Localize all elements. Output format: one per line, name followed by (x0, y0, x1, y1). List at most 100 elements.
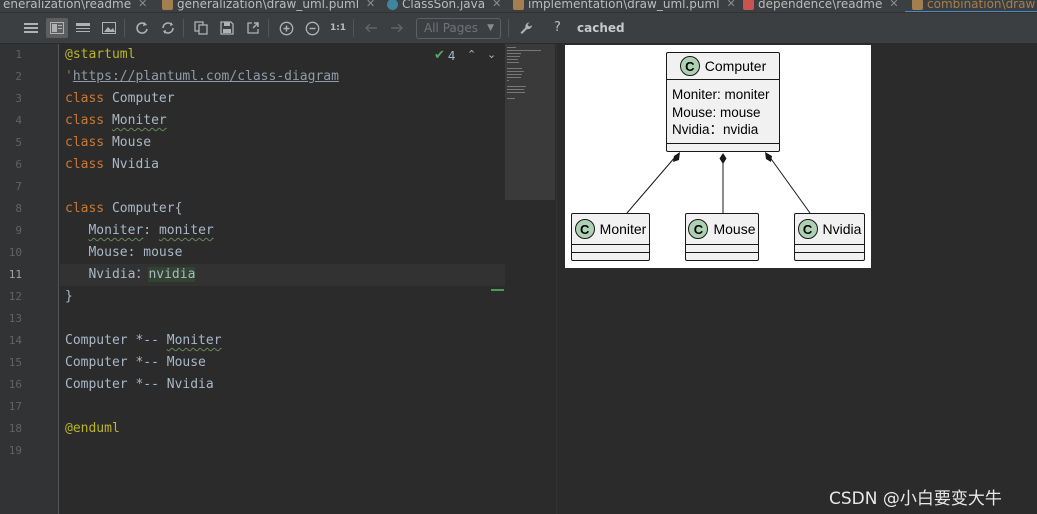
tab-classson-java[interactable]: ClassSon.java ✕ (387, 0, 502, 12)
code-line[interactable]: class Computer (65, 88, 175, 110)
pages-dropdown[interactable]: All Pages ▼ (416, 18, 501, 39)
puml-file-icon (162, 0, 173, 10)
class-name: Mouse (713, 221, 756, 237)
code-token: ' (65, 69, 73, 84)
line-number: 6 (15, 158, 22, 171)
tab-generalization-readme[interactable]: eneralization\readme ✕ (3, 0, 148, 12)
close-icon[interactable]: ✕ (726, 0, 736, 10)
line-number: 16 (8, 378, 22, 391)
list-icon[interactable] (72, 18, 94, 38)
code-token: Computer (111, 91, 175, 106)
code-token: class (65, 201, 112, 216)
inspection-widget[interactable]: ✔ 4 (434, 48, 456, 63)
minimap-line (507, 74, 522, 75)
zoom-in-icon[interactable] (275, 18, 297, 38)
code-line[interactable]: Computer *-- Moniter (65, 330, 222, 352)
minimap-line (507, 47, 516, 48)
chevron-down-icon[interactable]: ⌄ (487, 48, 497, 61)
back-icon[interactable] (360, 18, 382, 38)
attribute-moniter: Moniter: moniter (672, 87, 770, 102)
code-line[interactable]: Moniter: moniter (65, 220, 214, 242)
code-line[interactable]: @startuml (65, 44, 135, 66)
tab-label: implementation\draw_uml.puml (528, 0, 720, 11)
close-icon[interactable]: ✕ (138, 0, 148, 10)
line-number: 17 (8, 400, 22, 413)
minimap-line (507, 89, 524, 90)
code-token: : (143, 223, 159, 238)
sync-icon[interactable] (157, 18, 179, 38)
close-icon[interactable]: ✕ (366, 0, 376, 10)
image-icon[interactable] (98, 18, 120, 38)
composition-diamond-mouse (719, 153, 727, 164)
code-line[interactable]: class Nvidia (65, 154, 159, 176)
code-line[interactable]: } (65, 286, 73, 308)
external-link-icon[interactable] (242, 18, 264, 38)
line-number: 11 (8, 268, 22, 281)
code-line[interactable]: Mouse: mouse (65, 242, 182, 264)
ratio-icon[interactable]: 1:1 (327, 18, 349, 38)
toolbar-separator (268, 19, 269, 37)
code-minimap[interactable] (505, 44, 555, 200)
code-token: Computer{ (111, 201, 183, 216)
class-header: C Moniter (572, 214, 649, 245)
code-token: class (65, 135, 112, 150)
java-class-icon (387, 0, 398, 10)
markdown-file-icon (743, 0, 754, 10)
line-number: 13 (8, 312, 22, 325)
editor-tab-bar: eneralization\readme ✕ generalization\dr… (0, 0, 1037, 13)
toolbar-separator (353, 19, 354, 37)
tab-dependence-readme[interactable]: dependence\readme ✕ (743, 0, 899, 12)
tab-generalization-draw-uml[interactable]: generalization\draw_uml.puml ✕ (162, 0, 376, 12)
wrench-icon[interactable] (515, 18, 537, 38)
split-view-icon[interactable] (46, 18, 68, 38)
chevron-up-icon[interactable]: ⌃ (467, 48, 477, 61)
minimap-line (507, 62, 519, 63)
class-attributes (686, 245, 758, 253)
forward-icon[interactable] (386, 18, 408, 38)
puml-file-icon (513, 0, 524, 10)
tab-implementation-draw-uml[interactable]: implementation\draw_uml.puml ✕ (513, 0, 736, 12)
watermark: CSDN @小白要变大牛 (829, 489, 1002, 509)
line-number: 15 (8, 356, 22, 369)
code-token: Mouse (111, 135, 152, 150)
code-token: moniter (158, 223, 214, 238)
minimap-line (507, 68, 522, 69)
save-icon[interactable] (216, 18, 238, 38)
code-editor[interactable]: @startuml 'https://plantuml.com/class-dia… (60, 44, 505, 514)
line-number: 7 (15, 180, 22, 193)
tab-combination-draw[interactable]: combination\draw (912, 0, 1035, 12)
code-line[interactable]: 'https://plantuml.com/class-diagram (65, 66, 339, 88)
code-line[interactable]: @enduml (65, 418, 120, 440)
change-marker (491, 289, 504, 291)
code-token: Moniter (88, 223, 144, 238)
code-token (65, 223, 88, 238)
close-icon[interactable]: ✕ (492, 0, 502, 10)
minimap-line (507, 71, 524, 72)
hamburger-icon[interactable] (20, 18, 42, 38)
code-line[interactable]: class Computer{ (65, 198, 182, 220)
line-number: 2 (15, 70, 22, 83)
code-token: class (65, 91, 112, 106)
code-line[interactable]: class Mouse (65, 132, 151, 154)
toolbar-separator (508, 19, 509, 37)
active-tab-indicator (905, 11, 1037, 12)
code-token: class (65, 157, 112, 172)
minimap-line (507, 80, 509, 81)
refresh-icon[interactable] (131, 18, 153, 38)
help-button[interactable]: ? (554, 20, 561, 35)
code-line[interactable]: class Moniter (65, 110, 167, 132)
code-token: @startuml (65, 47, 136, 62)
code-line[interactable]: Computer *-- Nvidia (65, 374, 214, 396)
close-icon[interactable]: ✕ (889, 0, 899, 10)
class-methods (795, 253, 864, 260)
copy-icon[interactable] (190, 18, 212, 38)
minimap-line (507, 92, 525, 93)
code-token: Nvidia： (65, 267, 149, 282)
class-header: C Nvidia (795, 214, 864, 245)
pages-dropdown-value: All Pages (424, 21, 478, 35)
code-line[interactable]: Computer *-- Mouse (65, 352, 206, 374)
code-line[interactable]: Nvidia：nvidia (65, 264, 196, 286)
zoom-out-icon[interactable] (301, 18, 323, 38)
class-box-mouse: C Mouse (685, 213, 759, 261)
